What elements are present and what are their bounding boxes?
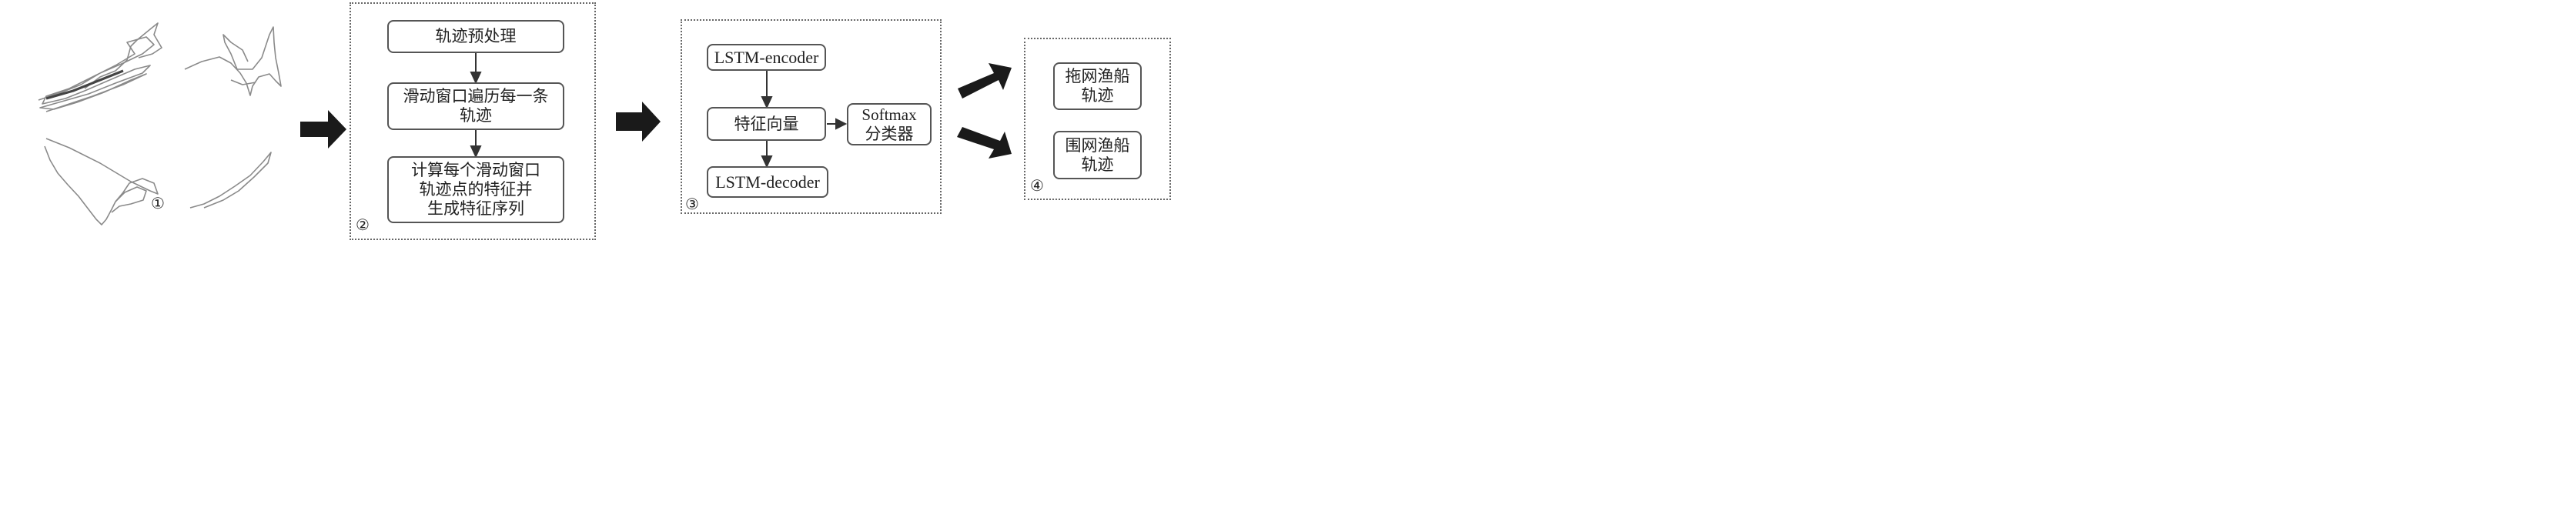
arrow-3-to-4-up	[958, 63, 1012, 99]
trajectory-sketches	[38, 22, 282, 225]
panel-3-marker: ③	[685, 195, 699, 213]
feature-vector-box: 特征向量	[707, 107, 826, 141]
feature-sequence-box: 计算每个滑动窗口 轨迹点的特征并 生成特征序列	[387, 156, 564, 223]
panel-2	[350, 2, 596, 240]
arrow-3-to-4-down	[957, 127, 1012, 159]
panel-2-marker: ②	[356, 215, 370, 234]
trajectory-dense-thick	[45, 69, 124, 100]
trajectory-dense	[38, 36, 155, 112]
panel-4	[1024, 38, 1171, 200]
trajectory-loop	[184, 26, 282, 96]
trajectory-dense-tail	[84, 22, 162, 89]
lstm-decoder-box: LSTM-decoder	[707, 166, 828, 198]
connector-arrows	[470, 53, 848, 169]
arrow-1-to-2	[300, 110, 346, 149]
sliding-window-box: 滑动窗口遍历每一条 轨迹	[387, 82, 564, 130]
trajectory-diagonal	[189, 152, 272, 209]
trajectory-triangle-inner	[111, 186, 147, 213]
trawl-trajectory-box: 拖网渔船 轨迹	[1053, 62, 1142, 110]
preprocess-box: 轨迹预处理	[387, 20, 564, 53]
panel-4-marker: ④	[1030, 176, 1044, 195]
trajectory-loop-inner	[230, 79, 256, 85]
lstm-encoder-box: LSTM-encoder	[707, 44, 826, 71]
panel-1-marker: ①	[151, 194, 165, 212]
diagram-canvas	[38, 22, 1012, 225]
arrow-2-to-3	[616, 102, 661, 142]
softmax-classifier-box: Softmax 分类器	[847, 103, 932, 145]
purse-seine-trajectory-box: 围网渔船 轨迹	[1053, 131, 1142, 179]
flow-arrows	[300, 63, 1012, 159]
panel-3	[681, 19, 942, 214]
trajectory-triangle	[44, 138, 159, 225]
